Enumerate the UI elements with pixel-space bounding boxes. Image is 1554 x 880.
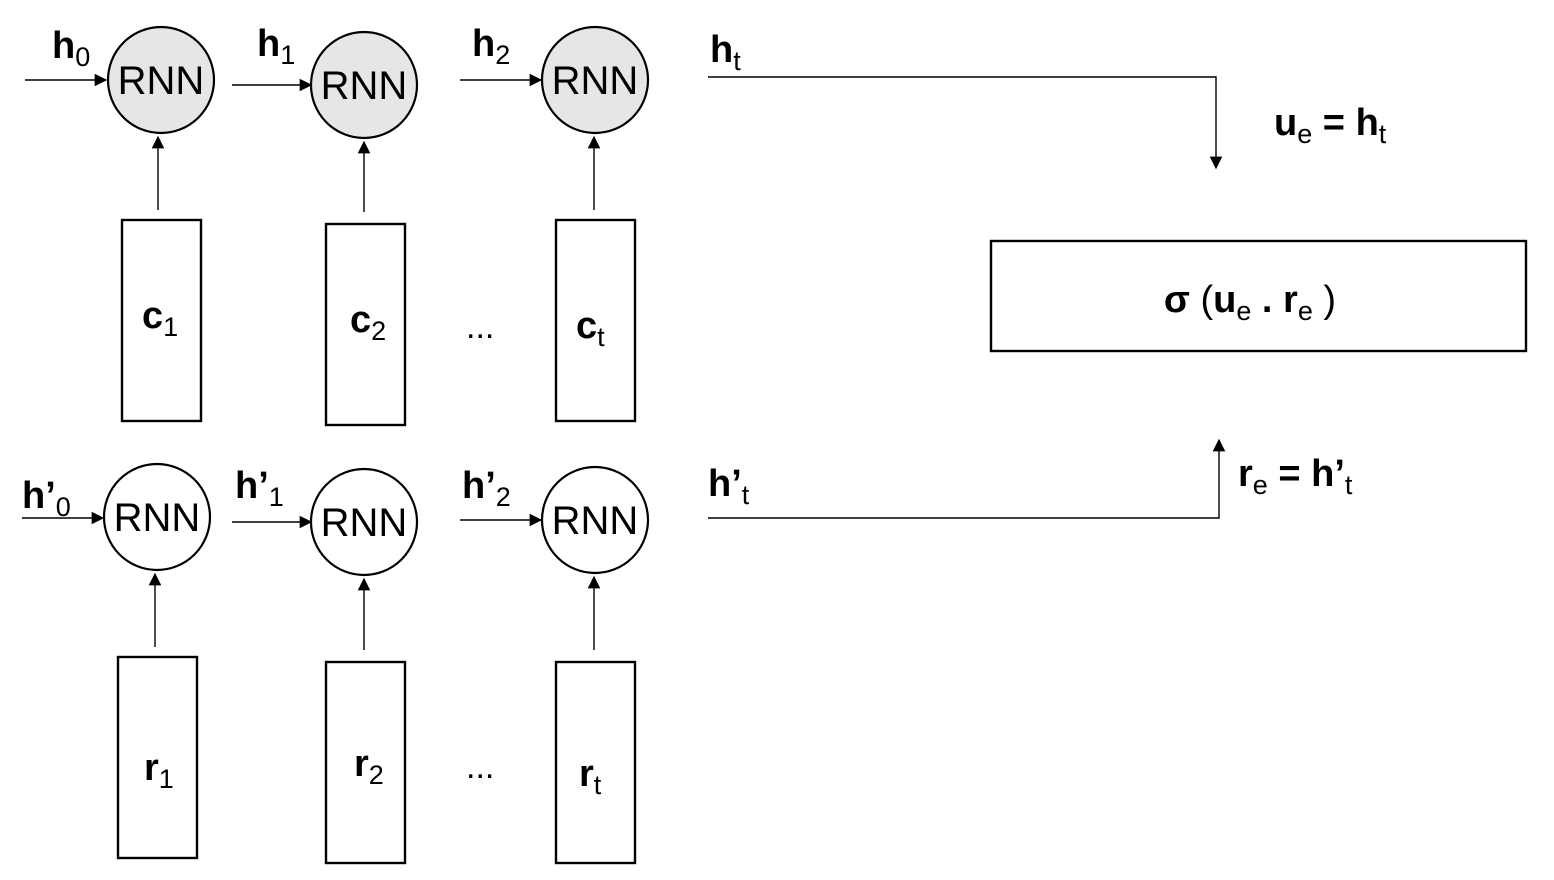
input-label-rt: rt	[579, 753, 602, 800]
final-state-hpt: h’t	[708, 463, 750, 510]
rnn-node-top-3: RNN	[540, 25, 650, 135]
equation-ue: ue = ht	[1274, 102, 1387, 149]
connector-ht-to-output	[708, 76, 1223, 170]
connector-hpt-to-output	[708, 438, 1226, 519]
input-label-c1: c1	[142, 295, 178, 342]
ellipsis-bottom: ...	[466, 748, 494, 786]
rnn-node-bottom-2: RNN	[309, 467, 419, 577]
state-label-hp1: h’1	[235, 465, 284, 512]
rnn-node-bottom-1: RNN	[102, 462, 212, 572]
input-label-r1: r1	[144, 747, 174, 794]
equation-re: re = h’t	[1238, 453, 1353, 500]
input-box-ct: ct	[554, 218, 637, 423]
rnn-node-top-2: RNN	[309, 30, 419, 140]
input-box-c2: c2	[324, 222, 407, 427]
state-label-h2: h2	[472, 23, 510, 70]
rnn-label: RNN	[552, 59, 639, 103]
output-box: σ (ue . re )	[989, 239, 1528, 353]
input-label-c2: c2	[350, 299, 386, 346]
input-label-ct: ct	[576, 305, 605, 352]
input-label-r2: r2	[354, 743, 384, 790]
input-box-rt: rt	[554, 660, 637, 865]
rnn-label: RNN	[118, 59, 205, 103]
rnn-label: RNN	[114, 496, 201, 540]
rnn-node-bottom-3: RNN	[540, 465, 650, 575]
input-box-c1: c1	[120, 218, 203, 423]
rnn-label: RNN	[552, 499, 639, 543]
state-label-hp0: h’0	[22, 475, 71, 522]
state-label-h1: h1	[257, 23, 295, 70]
input-box-r2: r2	[324, 660, 407, 865]
ellipsis-top: ...	[466, 308, 494, 346]
input-box-r1: r1	[116, 655, 199, 860]
final-state-ht: ht	[710, 29, 741, 76]
rnn-label: RNN	[321, 501, 408, 545]
state-label-h0: h0	[52, 25, 90, 72]
output-formula: σ (ue . re )	[1164, 279, 1336, 326]
state-label-hp2: h’2	[462, 465, 511, 512]
rnn-label: RNN	[321, 64, 408, 108]
rnn-node-top-1: RNN	[106, 25, 216, 135]
